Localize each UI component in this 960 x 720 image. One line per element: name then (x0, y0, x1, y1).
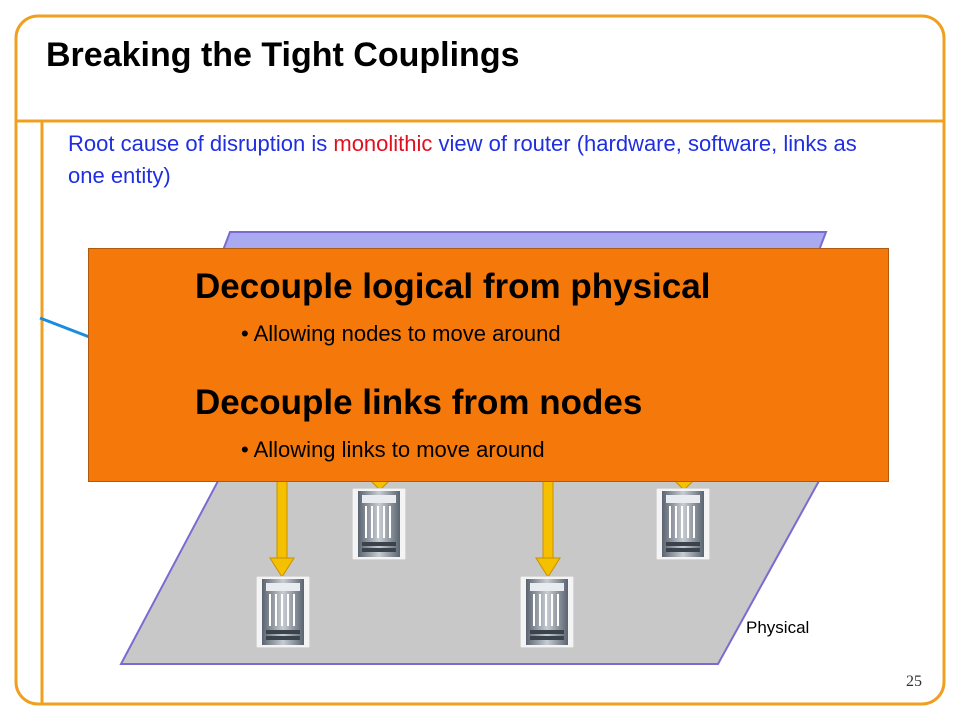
bullet-text: Allowing links to move around (253, 437, 545, 462)
callout-bullet-nodes: • Allowing nodes to move around (241, 321, 561, 346)
arrow-shaft (542, 477, 554, 561)
callout-heading-links: Decouple links from nodes (195, 383, 643, 422)
callout-box: Decouple logical from physical • Allowin… (88, 248, 889, 482)
router-icon (256, 576, 310, 648)
callout-bullet-links: • Allowing links to move around (241, 437, 545, 462)
bullet-text: Allowing nodes to move around (253, 321, 561, 346)
slide-frame (14, 14, 946, 706)
arrow-shaft (276, 477, 288, 561)
router-icon (520, 576, 574, 648)
callout-heading-logical: Decouple logical from physical (195, 267, 711, 306)
router-icon (656, 488, 710, 560)
slide-number: 25 (906, 673, 922, 690)
blue-link-line (39, 316, 93, 340)
router-icon (352, 488, 406, 560)
subtitle-text: view of router (hardware, software, link… (68, 131, 857, 188)
arrow-head (535, 557, 561, 578)
subtitle-text: Root cause of disruption is (68, 131, 334, 156)
slide-subtitle: Root cause of disruption is monolithic v… (68, 128, 868, 192)
mapping-arrows (269, 477, 696, 578)
slide-title: Breaking the Tight Couplings (46, 36, 520, 74)
physical-label: Physical (746, 618, 810, 637)
arrow-head (269, 557, 295, 578)
subtitle-highlight: monolithic (333, 131, 433, 156)
